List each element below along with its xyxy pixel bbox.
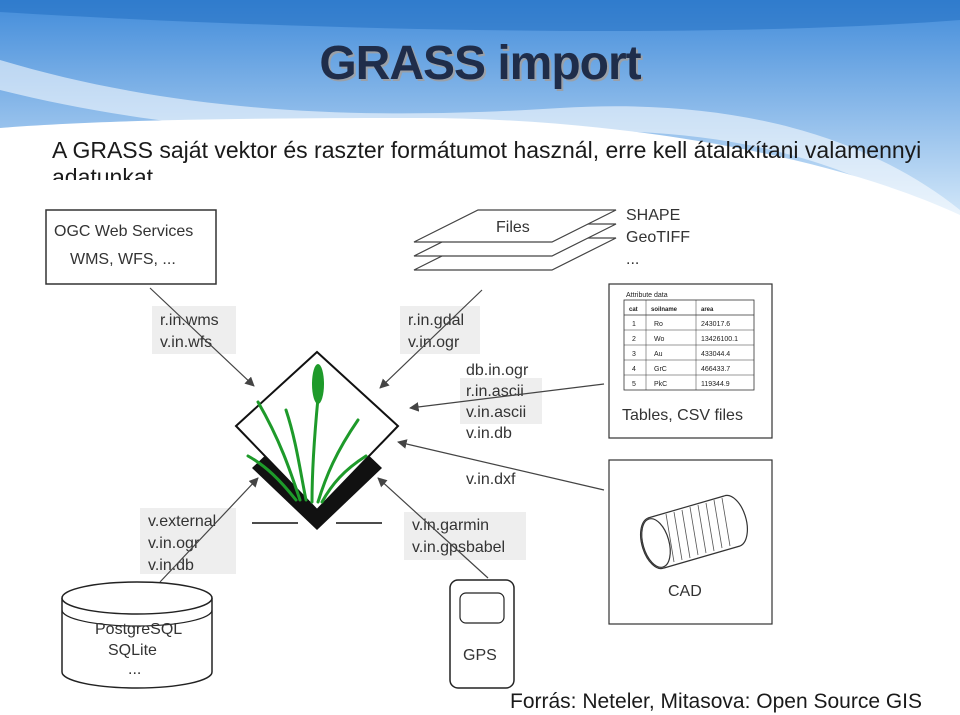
- ogc-web-services-box: OGC Web Services WMS, WFS, ...: [45, 209, 217, 285]
- arrow-tables: [409, 383, 605, 412]
- cad-cylinder-icon: [640, 494, 748, 570]
- file-formats: SHAPE GeoTIFF ...: [626, 207, 690, 268]
- gdal-cmd-1: r.in.gdal: [408, 312, 464, 329]
- gdal-commands: r.in.gdal v.in.ogr: [400, 306, 480, 354]
- table-cell: Ro: [654, 321, 663, 328]
- db-commands: v.external v.in.ogr v.in.db: [140, 508, 236, 574]
- ogc-cmd-1: r.in.wms: [160, 312, 219, 329]
- table-cmd-4: v.in.db: [466, 425, 512, 442]
- table-commands: db.in.ogr r.in.ascii v.in.ascii v.in.db: [460, 362, 542, 442]
- table-cell: 433044.4: [701, 351, 730, 358]
- gps-device-icon: GPS: [449, 579, 515, 689]
- ogc-commands: r.in.wms v.in.wfs: [152, 306, 236, 354]
- grass-logo-icon: [234, 350, 400, 530]
- tables-csv-box: Attribute data cat soilname area 1 Ro 24…: [608, 283, 773, 439]
- files-label: Files: [496, 219, 530, 236]
- slide-title: GRASS import: [319, 37, 641, 90]
- table-cmd-1: db.in.ogr: [466, 362, 529, 379]
- gps-label: GPS: [463, 647, 497, 664]
- arrow-cad: [397, 439, 605, 491]
- db-label-2: SQLite: [108, 642, 157, 659]
- db-cmd-1: v.external: [148, 513, 216, 530]
- arrow-db: [159, 477, 259, 583]
- db-label-1: PostgreSQL: [95, 621, 182, 638]
- ogc-box-line1: OGC Web Services: [54, 223, 193, 240]
- gps-cmd-1: v.in.garmin: [412, 517, 489, 534]
- tables-label: Tables, CSV files: [622, 407, 743, 424]
- table-header-area: area: [701, 307, 714, 313]
- table-cell: 13426100.1: [701, 336, 738, 343]
- table-cell: 119344.9: [701, 381, 730, 388]
- table-cell: 466433.7: [701, 366, 730, 373]
- ogc-cmd-2: v.in.wfs: [160, 334, 212, 351]
- db-label-3: ...: [128, 661, 141, 678]
- cad-box: CAD: [608, 459, 773, 625]
- table-cell: 1: [632, 321, 636, 328]
- table-cell: 5: [632, 381, 636, 388]
- ogc-box-line2: WMS, WFS, ...: [70, 251, 176, 268]
- table-cmd-3: v.in.ascii: [466, 404, 526, 421]
- arrow-files: [379, 289, 483, 389]
- database-cylinder-icon: PostgreSQL SQLite ...: [61, 581, 213, 689]
- arrow-gps: [377, 477, 489, 579]
- files-stack: Files: [413, 209, 617, 271]
- arrow-ogc: [149, 287, 255, 387]
- gdal-cmd-2: v.in.ogr: [408, 334, 460, 351]
- table-cell: Au: [654, 351, 663, 358]
- table-cell: PkC: [654, 381, 667, 388]
- table-cell: 4: [632, 366, 636, 373]
- table-cell: Wo: [654, 336, 664, 343]
- table-cell: 243017.6: [701, 321, 730, 328]
- table-cell: GrC: [654, 366, 667, 373]
- attribute-table-caption: Attribute data: [626, 292, 668, 299]
- source-citation: Forrás: Neteler, Mitasova: Open Source G…: [510, 690, 923, 713]
- gps-cmd-2: v.in.gpsbabel: [412, 539, 505, 556]
- attribute-table: cat soilname area 1 Ro 243017.6 2 Wo 134…: [623, 299, 755, 391]
- table-header-soilname: soilname: [651, 307, 678, 313]
- import-arrows: [149, 287, 605, 583]
- table-header-cat: cat: [629, 307, 638, 313]
- db-cmd-3: v.in.db: [148, 557, 194, 574]
- file-format-2: GeoTIFF: [626, 229, 690, 246]
- db-cmd-2: v.in.ogr: [148, 535, 200, 552]
- table-cell: 3: [632, 351, 636, 358]
- cad-label: CAD: [668, 583, 702, 600]
- file-format-3: ...: [626, 251, 639, 268]
- file-format-1: SHAPE: [626, 207, 680, 224]
- table-cell: 2: [632, 336, 636, 343]
- gps-commands: v.in.garmin v.in.gpsbabel: [404, 512, 526, 560]
- dxf-cmd: v.in.dxf: [466, 471, 516, 488]
